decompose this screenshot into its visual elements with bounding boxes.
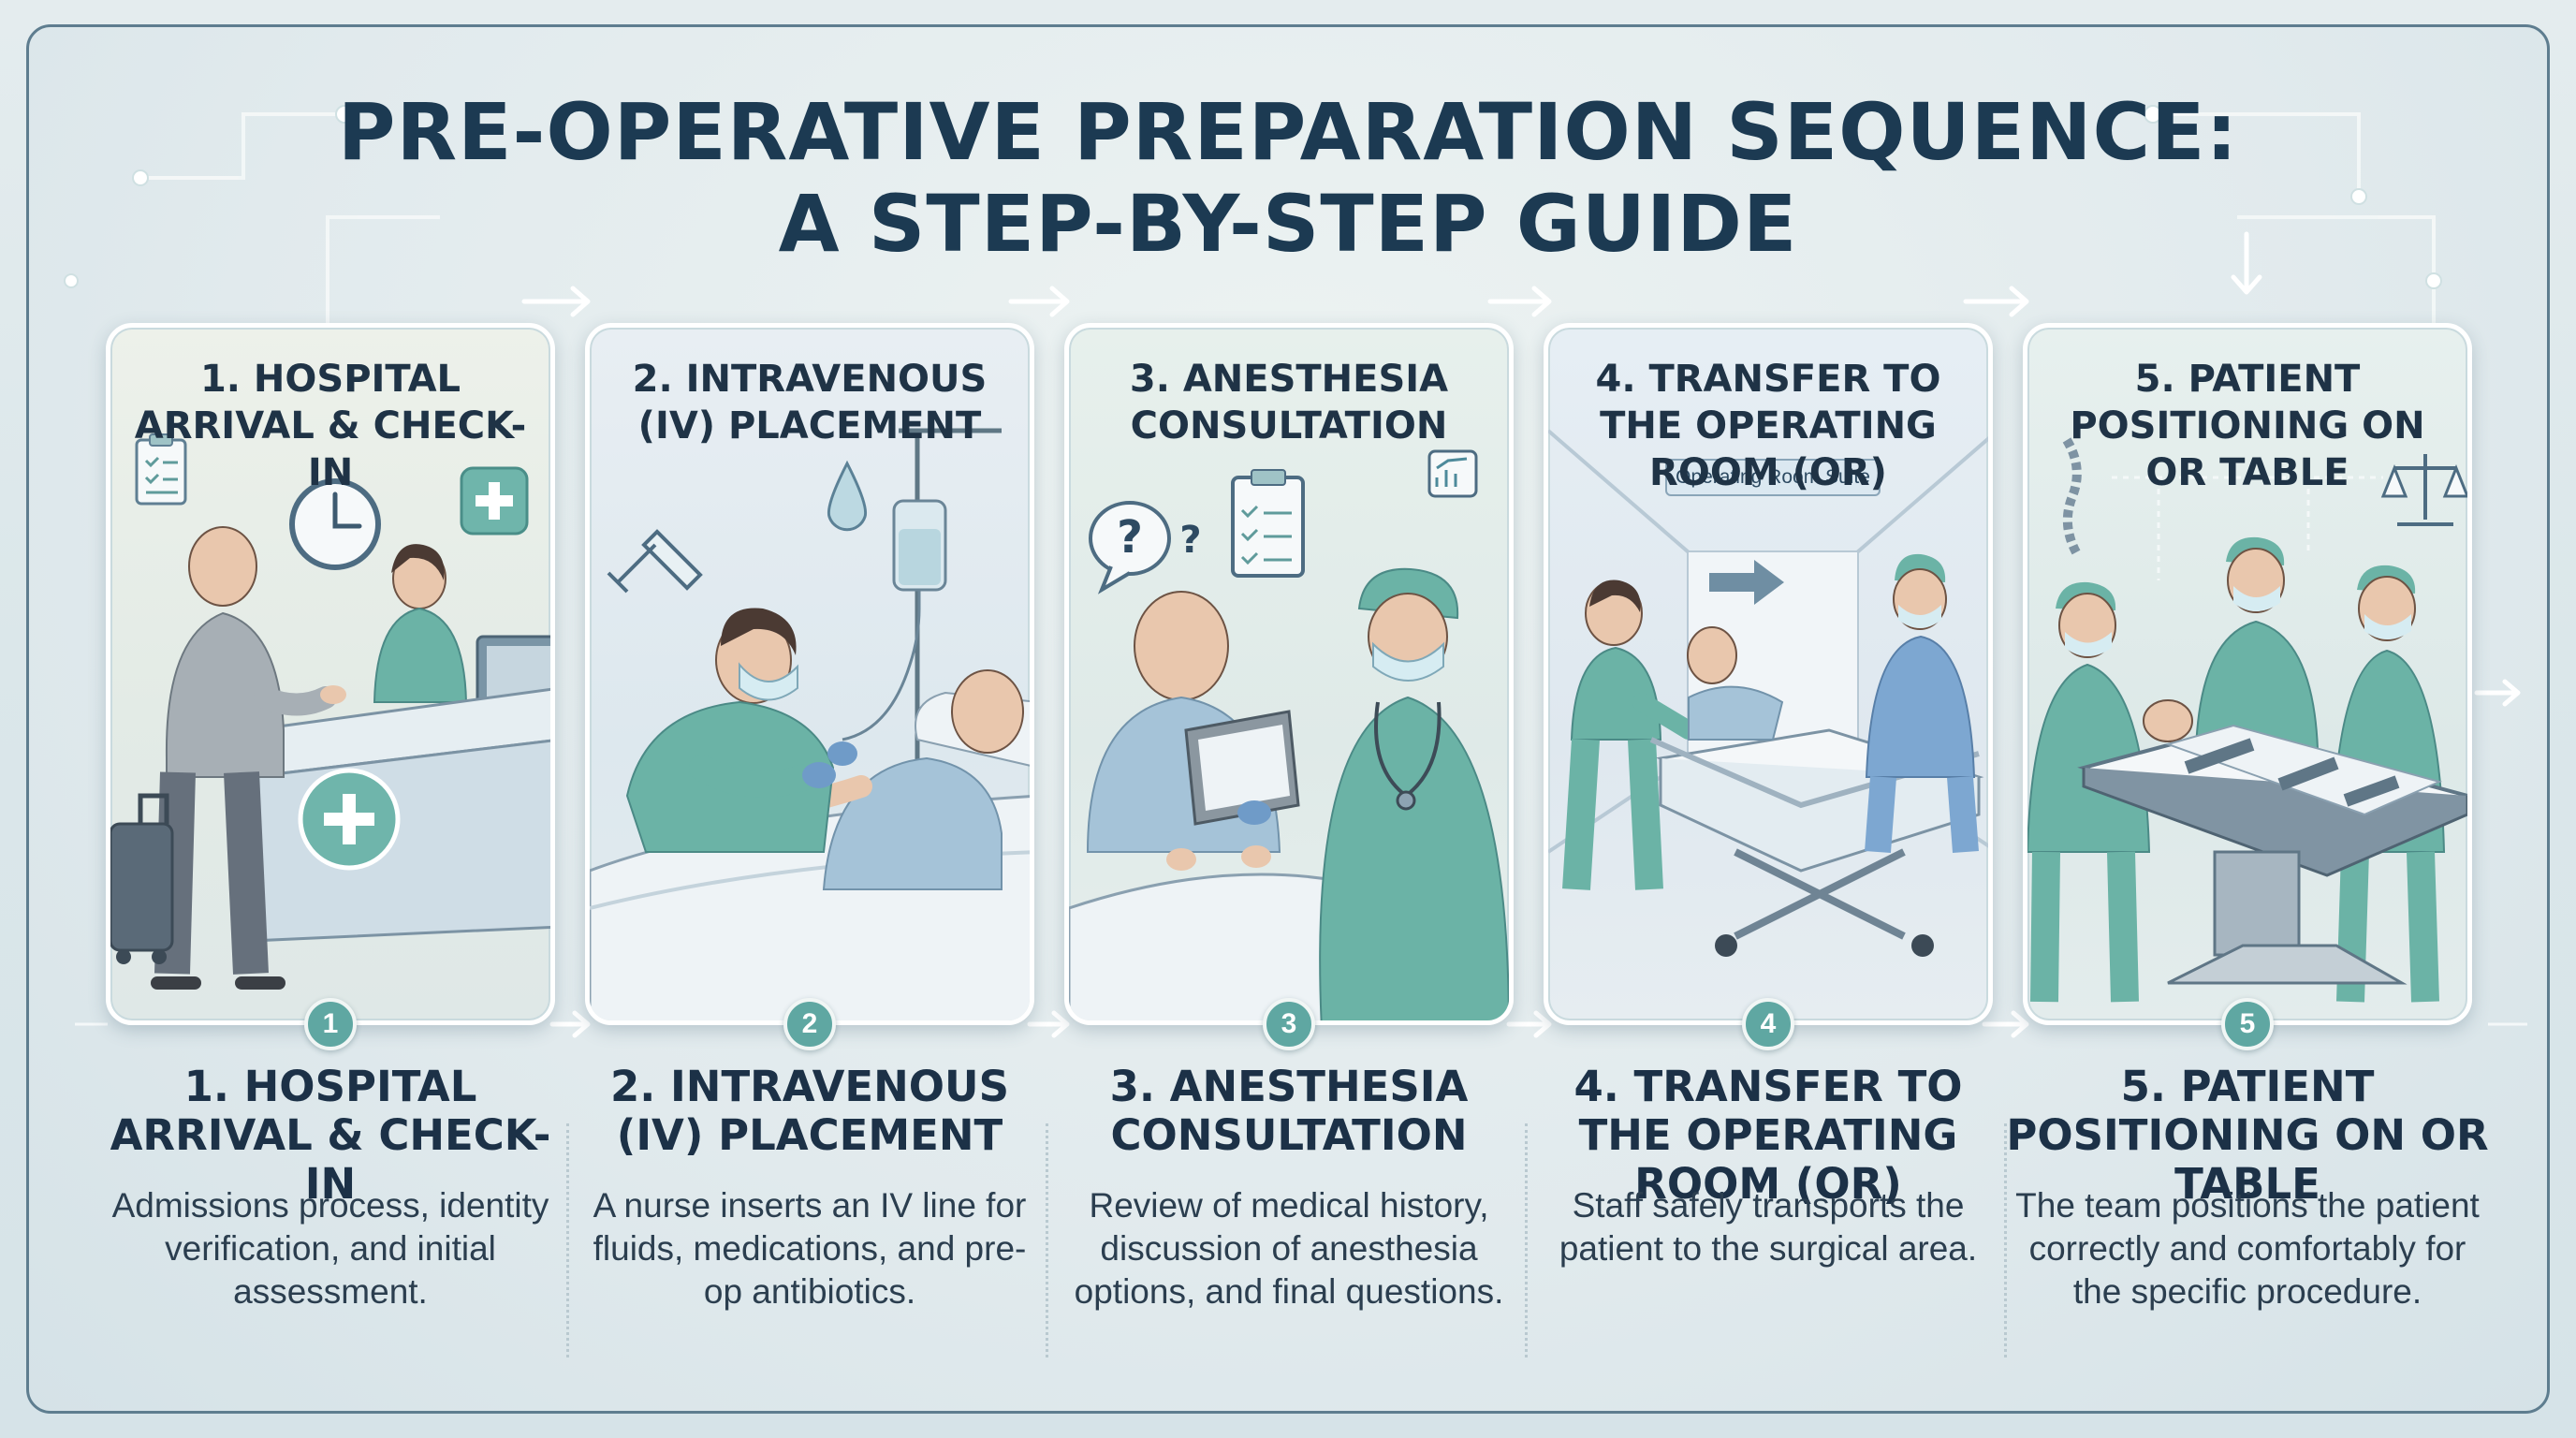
step-badge-5: 5 — [2221, 998, 2274, 1050]
step-badge-2: 2 — [783, 998, 836, 1050]
droplet-icon — [827, 460, 868, 532]
step-description-4: Staff safely transports the patient to t… — [1559, 1186, 1978, 1268]
suitcase — [110, 793, 174, 964]
column-divider — [1046, 1123, 1048, 1357]
chart-icon — [1427, 449, 1478, 498]
patient-on-stretcher — [1687, 626, 1784, 741]
step-badge-3: 3 — [1263, 998, 1315, 1050]
patient-on-table — [2143, 699, 2442, 816]
svg-text:?: ? — [1117, 511, 1143, 564]
step-card-4: Operating Room Suite 4. TRANSFER TO THE … — [1544, 323, 1993, 1025]
or-transfer-illustration — [1548, 429, 1988, 957]
anesthesiologist — [1319, 567, 1509, 1020]
step-description-3: Review of medical history, discussion of… — [1074, 1186, 1504, 1311]
clock-icon — [289, 478, 381, 570]
or-suite-sign: Operating Room Suite — [1665, 459, 1881, 496]
nurse — [625, 608, 857, 853]
anesthesia-consultation-illustration: ? ? — [1069, 449, 1509, 1020]
column-divider — [2004, 1123, 2007, 1357]
iv-placement-illustration — [590, 428, 1030, 1020]
step-card-5: 5. PATIENT POSITIONING ON OR TABLE — [2023, 323, 2472, 1025]
clipboard-icon — [135, 433, 187, 506]
patient-positioning-illustration — [2027, 437, 2467, 1003]
page-title-line-1: PRE-OPERATIVE PREPARATION SEQUENCE: — [337, 86, 2239, 178]
medical-cross-icon — [460, 466, 529, 536]
svg-text:?: ? — [1179, 519, 1201, 562]
step-description-1: Admissions process, identity verificatio… — [111, 1186, 549, 1311]
reception-desk — [249, 687, 550, 943]
surgical-team — [2027, 536, 2446, 1003]
card-title-2: 2. INTRAVENOUS (IV) PLACEMENT — [632, 358, 988, 448]
card-title-3: 3. ANESTHESIA CONSULTATION — [1129, 358, 1449, 448]
question-bubble-icon: ? ? — [1089, 501, 1202, 594]
step-description-5: The team positions the patient correctly… — [2015, 1186, 2480, 1311]
page-title-line-2: A STEP-BY-STEP GUIDE — [778, 178, 1798, 270]
nurse-pushing-bed — [1562, 580, 1698, 890]
spine-icon — [2062, 437, 2082, 555]
arrow-right-icon — [1709, 560, 1784, 605]
step-title-4: 4. TRANSFER TO THE OPERATING ROOM (OR) — [1573, 1062, 1963, 1209]
syringe-icon — [607, 529, 703, 594]
card-title-4: 4. TRANSFER TO THE OPERATING ROOM (OR) — [1595, 358, 1941, 494]
step-card-1: 1. HOSPITAL ARRIVAL & CHECK-IN — [106, 323, 555, 1025]
step-description-2: A nurse inserts an IV line for fluids, m… — [593, 1186, 1027, 1311]
check-in-illustration — [110, 433, 550, 990]
clipboard-checklist-icon — [1231, 469, 1305, 578]
receptionist — [373, 544, 468, 703]
step-badge-1: 1 — [304, 998, 357, 1050]
card-title-5: 5. PATIENT POSITIONING ON OR TABLE — [2070, 358, 2425, 494]
column-divider — [566, 1123, 569, 1357]
clipboard-in-hand — [1184, 710, 1300, 826]
step-title-2: 2. INTRAVENOUS (IV) PLACEMENT — [609, 1062, 1010, 1160]
transport-staff — [1865, 553, 1979, 854]
step-title-3: 3. ANESTHESIA CONSULTATION — [1109, 1062, 1469, 1160]
scales-icon — [2380, 454, 2467, 526]
step-title-1: 1. HOSPITAL ARRIVAL & CHECK-IN — [110, 1062, 551, 1209]
step-card-2: 2. INTRAVENOUS (IV) PLACEMENT — [585, 323, 1034, 1025]
step-card-3: ? ? — [1064, 323, 1514, 1025]
card-title-1: 1. HOSPITAL ARRIVAL & CHECK-IN — [134, 358, 527, 494]
step-title-5: 5. PATIENT POSITIONING ON OR TABLE — [2006, 1062, 2489, 1209]
step-badge-4: 4 — [1742, 998, 1794, 1050]
column-divider — [1525, 1123, 1528, 1357]
